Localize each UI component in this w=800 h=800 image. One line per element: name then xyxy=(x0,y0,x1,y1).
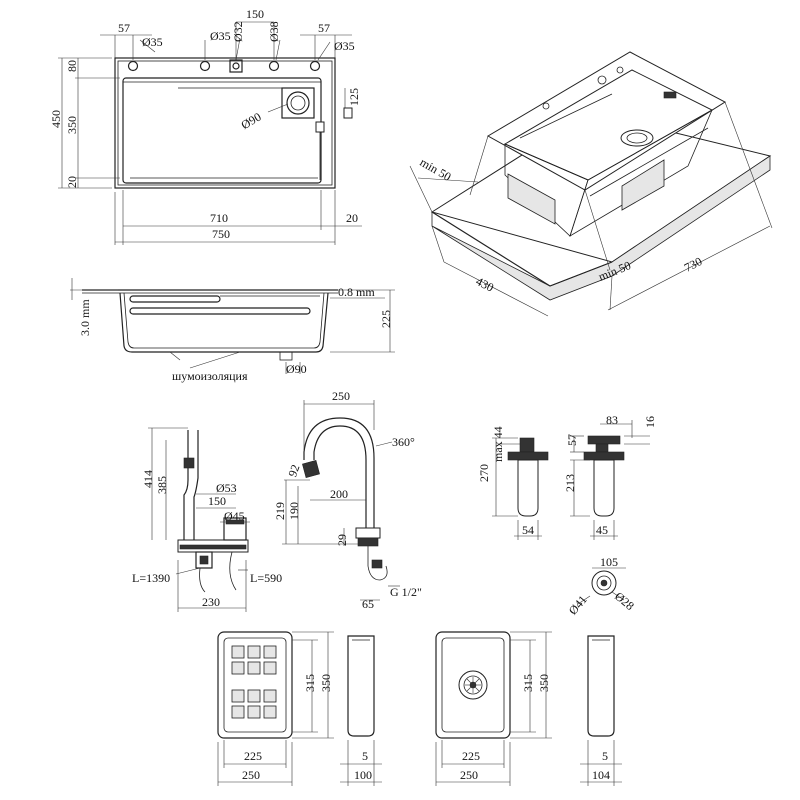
dim-710: 710 xyxy=(210,211,228,225)
dim-230: 230 xyxy=(202,595,220,609)
dim-315-tray-b: 315 xyxy=(521,674,535,692)
dim-225-tray-a: 225 xyxy=(244,749,262,763)
dim-80: 80 xyxy=(65,60,79,72)
dim-d38: Ø38 xyxy=(267,21,281,42)
dim-350-tray-a: 350 xyxy=(319,674,333,692)
dim-350: 350 xyxy=(65,116,79,134)
dim-g-half-inch: G 1/2" xyxy=(390,585,422,599)
dim-150: 150 xyxy=(246,7,264,21)
faucet-gooseneck: 250 360° 92 200 219 190 29 G 1/2" 65 xyxy=(273,389,422,611)
dim-5-tray-a: 5 xyxy=(362,749,368,763)
dim-92: 92 xyxy=(285,463,302,479)
dim-450: 450 xyxy=(49,110,63,128)
drain-tray-b: 315 350 225 250 5 104 xyxy=(435,631,622,786)
drain-holes-grid xyxy=(231,645,277,719)
dim-d35-left: Ø35 xyxy=(142,35,163,49)
dim-d90-drain: Ø90 xyxy=(239,110,264,132)
dim-83: 83 xyxy=(606,413,618,427)
dim-rotation-360: 360° xyxy=(392,435,415,449)
dim-350-tray-b: 350 xyxy=(537,674,551,692)
dim-45-dispenser: 45 xyxy=(596,523,608,537)
dim-250-gooseneck: 250 xyxy=(332,389,350,403)
dim-57-left: 57 xyxy=(118,21,130,35)
dim-d90-section: Ø90 xyxy=(286,362,307,376)
soap-dispenser-a: max 44 270 54 xyxy=(477,426,549,540)
dim-104-tray-b: 104 xyxy=(592,768,610,782)
dim-57-right: 57 xyxy=(318,21,330,35)
dim-min50-top: min 50 xyxy=(417,155,453,184)
dim-hose-590: L=590 xyxy=(250,571,282,585)
faucet-pullout: 414 385 Ø53 150 Ø45 230 L=1390 L=590 xyxy=(132,427,282,612)
dim-20-horizontal: 20 xyxy=(346,211,358,225)
dim-d32: Ø32 xyxy=(231,21,245,42)
dim-54: 54 xyxy=(522,523,534,537)
dim-16: 16 xyxy=(643,416,657,428)
dim-100-tray-a: 100 xyxy=(354,768,372,782)
dim-219: 219 xyxy=(273,502,287,520)
isometric-view: min 50 430 min 50 730 xyxy=(409,51,773,317)
dim-105: 105 xyxy=(600,555,618,569)
dim-125: 125 xyxy=(347,88,361,106)
dim-d45: Ø45 xyxy=(224,509,245,523)
dim-225-depth: 225 xyxy=(379,310,393,328)
dim-200: 200 xyxy=(330,487,348,501)
section-view: 3.0 mm 0.8 mm 225 шумоизоляция Ø90 xyxy=(70,278,395,383)
dispenser-mount-detail: 105 Ø41 Ø28 xyxy=(566,555,637,617)
dim-d35-right: Ø35 xyxy=(334,39,355,53)
dim-max44: max 44 xyxy=(491,426,505,462)
dim-thickness-08mm: 0.8 mm xyxy=(338,285,375,299)
colander-tray-a: 315 350 225 250 5 100 xyxy=(217,631,382,786)
dim-hose-1390: L=1390 xyxy=(132,571,170,585)
dim-225-tray-b: 225 xyxy=(462,749,480,763)
dim-5-tray-b: 5 xyxy=(602,749,608,763)
dim-270: 270 xyxy=(477,464,491,482)
dim-d35-mid: Ø35 xyxy=(210,29,231,43)
dim-d41: Ø41 xyxy=(566,593,590,618)
dim-414: 414 xyxy=(141,470,155,488)
dim-250-tray-a: 250 xyxy=(242,768,260,782)
dim-57-dispenser: 57 xyxy=(565,434,579,446)
dim-213: 213 xyxy=(563,474,577,492)
top-view: 57 Ø35 150 Ø35 Ø32 Ø38 57 Ø35 450 80 350… xyxy=(49,7,362,245)
dim-thickness-3mm: 3.0 mm xyxy=(78,299,92,336)
dim-385: 385 xyxy=(155,476,169,494)
label-insulation: шумоизоляция xyxy=(172,369,248,383)
dim-190: 190 xyxy=(287,502,301,520)
dim-750: 750 xyxy=(212,227,230,241)
dim-315-tray-a: 315 xyxy=(303,674,317,692)
soap-dispenser-b: 83 16 57 213 45 xyxy=(563,413,657,540)
dim-20-vertical: 20 xyxy=(65,176,79,188)
dim-250-tray-b: 250 xyxy=(460,768,478,782)
dim-430: 430 xyxy=(474,274,496,295)
dim-65: 65 xyxy=(362,597,374,611)
dim-29: 29 xyxy=(335,534,349,546)
dim-150-faucet: 150 xyxy=(208,494,226,508)
dim-730: 730 xyxy=(682,254,704,275)
dim-d53: Ø53 xyxy=(216,481,237,495)
dim-d28: Ø28 xyxy=(612,589,637,613)
